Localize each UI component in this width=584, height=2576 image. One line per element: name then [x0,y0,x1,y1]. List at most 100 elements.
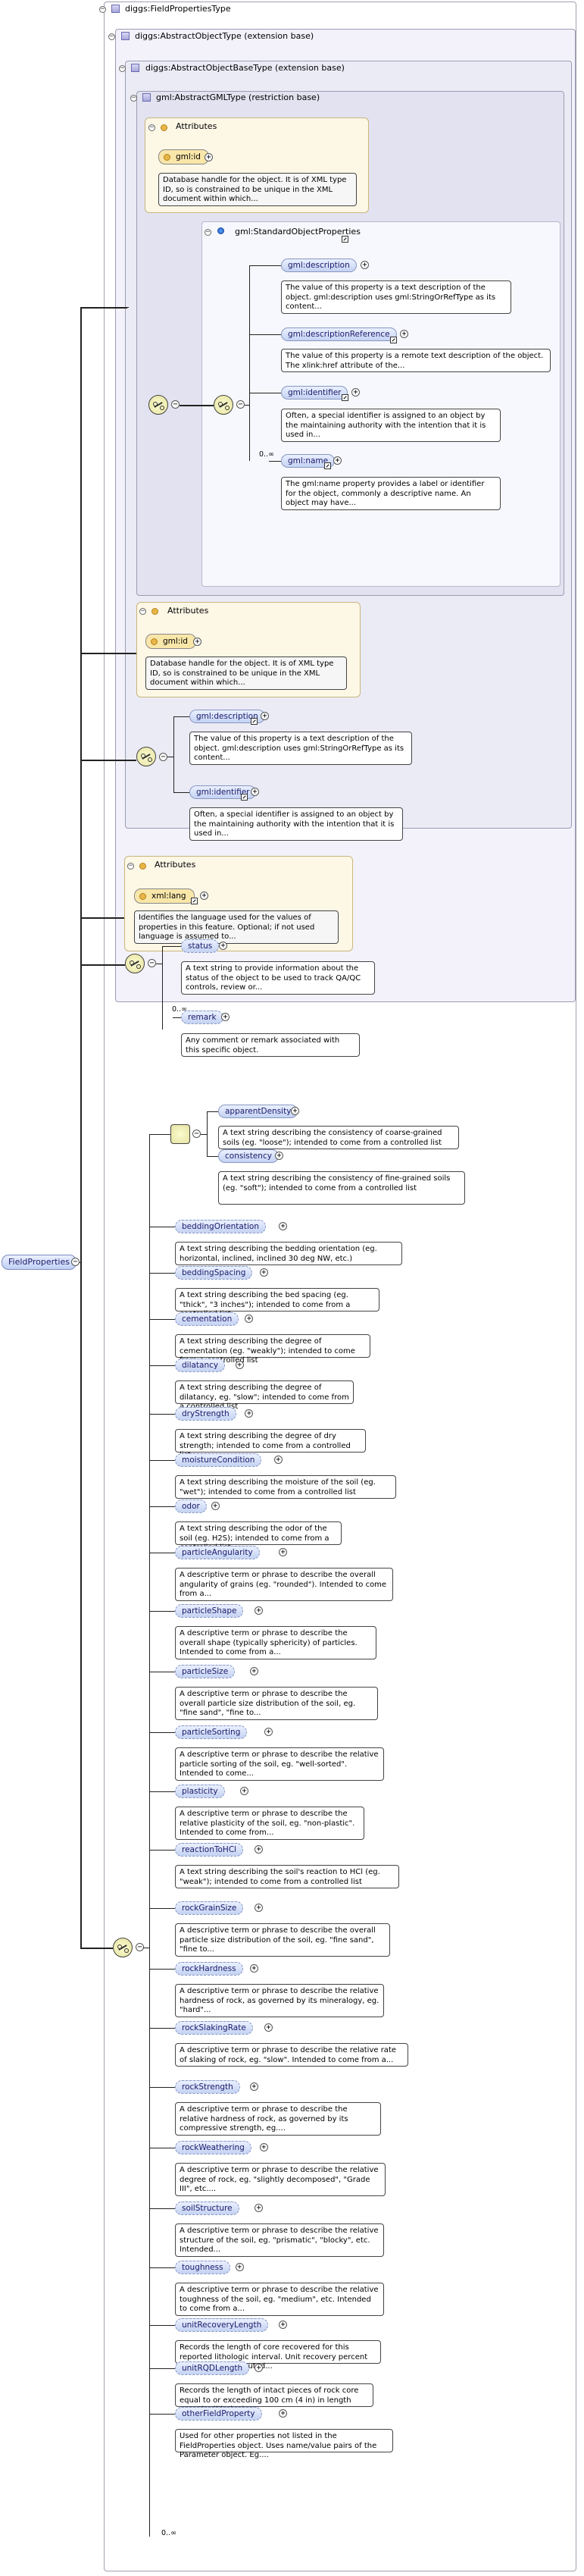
element-description: Often, a special identifier is assigned … [281,409,501,442]
element-rockstrength[interactable]: rockStrength [175,2080,240,2094]
expand-icon[interactable]: + [235,1361,244,1369]
expand-icon[interactable]: + [255,2364,264,2372]
collapse-toggle[interactable]: − [139,607,146,615]
expand-icon[interactable]: + [259,2143,268,2151]
expand-icon[interactable]: + [273,1456,283,1464]
element-status[interactable]: status [181,939,220,953]
element-description: Often, a special identifier is assigned … [189,807,403,841]
collapse-toggle[interactable]: − [205,228,211,236]
expand-icon[interactable]: + [235,2263,244,2271]
element-gml-name[interactable]: gml:name [281,454,336,468]
element-particlesize[interactable]: particleSize [175,1665,236,1678]
expand-icon[interactable]: + [279,2409,288,2418]
collapse-toggle[interactable]: − [127,862,134,870]
expand-icon[interactable]: + [245,1315,254,1323]
expand-icon[interactable]: + [249,1964,258,1973]
element-plasticity[interactable]: plasticity [175,1785,225,1798]
element-gml-identifier[interactable]: gml:identifier [281,386,348,400]
expand-icon[interactable]: + [211,1502,220,1510]
element-beddingspacing[interactable]: beddingSpacing [175,1266,253,1280]
element-description: A descriptive term or phrase to describe… [175,1807,364,1840]
element-gml-description[interactable]: gml:description [189,710,265,723]
element-beddingorientation[interactable]: beddingOrientation [175,1220,266,1233]
element-otherfieldproperty[interactable]: otherFieldProperty [175,2407,262,2421]
element-consistency[interactable]: consistency [218,1149,279,1163]
complex-type-title: diggs:FieldPropertiesType [125,4,231,14]
element-particlesorting[interactable]: particleSorting [175,1725,248,1739]
attribute-gml-id[interactable]: gml:id [158,149,209,165]
element-moisturecondition[interactable]: moistureCondition [175,1453,262,1467]
element-rockweathering[interactable]: rockWeathering [175,2141,251,2155]
expand-icon[interactable]: + [279,1548,288,1556]
expand-icon[interactable]: − [148,959,156,967]
expand-icon[interactable]: + [249,2082,258,2091]
attribute-xml-lang[interactable]: xml:lang [134,888,195,904]
element-drystrength[interactable]: dryStrength [175,1407,236,1421]
collapse-toggle[interactable]: − [130,94,137,102]
expand-icon[interactable]: + [200,892,208,900]
cardinality-label: 0..∞ [161,2529,176,2537]
element-description: A descriptive term or phrase to describe… [175,2043,408,2067]
expand-icon[interactable]: − [236,400,245,409]
expand-icon[interactable]: + [251,788,259,796]
expand-icon[interactable]: + [259,1268,268,1277]
expand-icon[interactable]: + [240,1787,248,1795]
reference-icon [324,462,331,469]
collapse-toggle[interactable]: − [148,124,155,131]
element-gml-description[interactable]: gml:description [281,259,357,272]
element-particleangularity[interactable]: particleAngularity [175,1546,260,1559]
expand-icon[interactable]: + [219,942,227,950]
expand-icon[interactable]: + [261,712,269,720]
expand-icon[interactable]: + [333,456,342,465]
expand-icon[interactable]: + [279,2321,288,2329]
group-icon [217,227,224,234]
sequence-icon [125,954,145,973]
element-rockhardness[interactable]: rockHardness [175,1962,243,1976]
expand-icon[interactable]: + [255,1845,264,1854]
expand-icon[interactable]: − [136,1943,144,1951]
expand-icon[interactable]: + [351,388,360,396]
expand-icon[interactable]: + [255,1606,264,1615]
expand-icon[interactable]: + [291,1107,299,1115]
expand-icon[interactable]: + [275,1152,283,1160]
element-particleshape[interactable]: particleShape [175,1604,244,1618]
complex-type-icon [142,93,151,102]
expand-icon[interactable]: − [71,1258,80,1266]
extension-title-0: diggs:AbstractObjectType (extension base… [135,31,314,41]
element-dilatancy[interactable]: dilatancy [175,1359,226,1372]
element-remark[interactable]: remark [181,1011,223,1024]
element-toughness[interactable]: toughness [175,2261,230,2274]
expand-icon[interactable]: + [400,330,408,338]
expand-icon[interactable]: + [255,1904,264,1912]
collapse-toggle[interactable]: − [119,64,126,72]
element-apparentdensity[interactable]: apparentDensity [218,1105,298,1118]
expand-icon[interactable]: + [249,1667,258,1675]
expand-icon[interactable]: − [159,753,167,761]
expand-icon[interactable]: + [264,2023,273,2032]
attribute-gml-id[interactable]: gml:id [145,634,196,649]
collapse-toggle[interactable]: − [99,5,106,13]
element-soilstructure[interactable]: soilStructure [175,2202,239,2215]
element-rockslakingrate[interactable]: rockSlakingRate [175,2021,253,2035]
expand-icon[interactable]: + [221,1013,230,1021]
element-unitrqdlength[interactable]: unitRQDLength [175,2361,250,2375]
element-odor[interactable]: odor [175,1500,207,1513]
expand-icon[interactable]: + [264,1728,273,1736]
expand-icon[interactable]: + [279,1222,288,1230]
expand-icon[interactable]: + [193,638,201,646]
expand-icon[interactable]: − [192,1130,201,1138]
element-gml-identifier[interactable]: gml:identifier [189,785,257,799]
element-cementation[interactable]: cementation [175,1312,239,1326]
expand-icon[interactable]: + [205,153,213,161]
expand-icon[interactable]: − [171,400,180,409]
collapse-toggle[interactable]: − [108,33,115,40]
expand-icon[interactable]: + [245,1409,254,1418]
element-unitrecoverylength[interactable]: unitRecoveryLength [175,2318,269,2332]
element-gml-descriptionreference[interactable]: gml:descriptionReference [281,327,397,341]
element-reactiontohcl[interactable]: reactionToHCl [175,1843,244,1857]
element-rockgrainsize[interactable]: rockGrainSize [175,1901,244,1915]
expand-icon[interactable]: + [361,261,369,269]
root-element-fieldproperties[interactable]: FieldProperties [2,1255,77,1270]
expand-icon[interactable]: + [255,2204,264,2212]
attribute-icon [151,638,158,645]
